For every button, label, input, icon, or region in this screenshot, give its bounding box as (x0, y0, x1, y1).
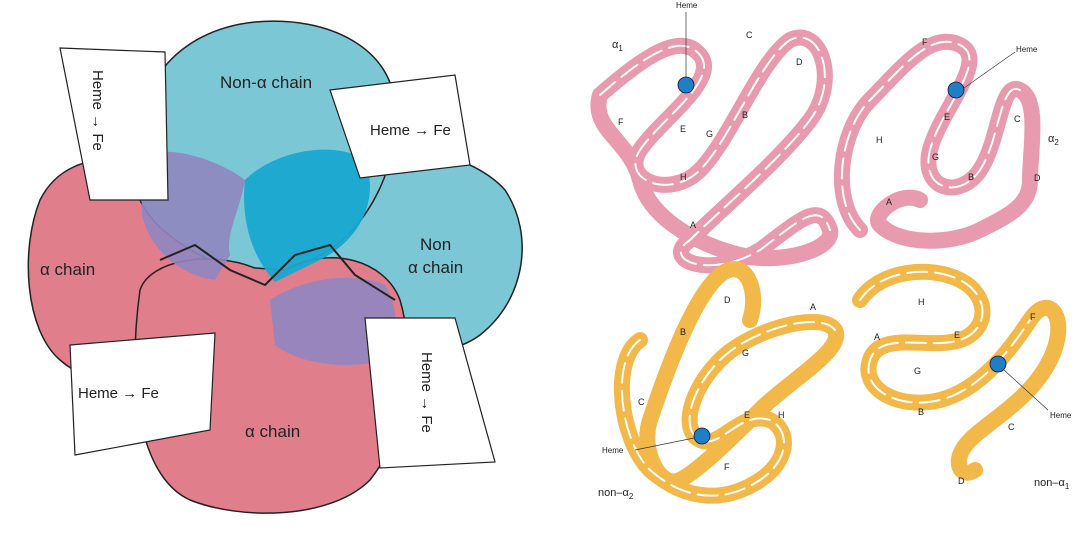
tetramer-schematic: Heme → Fe Heme → Fe Heme → Fe Heme → Fe … (28, 21, 522, 513)
alpha2-helix-F: F (922, 37, 928, 47)
alpha2-helix-C: C (1014, 114, 1021, 124)
non-alpha1-helix-A: A (874, 332, 880, 342)
alpha1-helix-B: B (742, 110, 748, 120)
non-alpha1-helix-B: B (918, 407, 924, 417)
alpha2-helix-G: G (932, 152, 939, 162)
alpha1-heme-iron-icon (678, 77, 694, 93)
alpha1-helix-E: E (680, 124, 686, 134)
non-alpha2-helix-D: D (724, 295, 731, 305)
subunit-non-alpha1: Heme non–α1 A B C D E F G H (860, 272, 1072, 491)
non-alpha1-helix-D: D (958, 476, 965, 486)
non-alpha1-helix-H: H (918, 297, 925, 307)
heme-fe-label-1: Heme → Fe (89, 70, 106, 151)
non-alpha1-helix-F: F (1030, 312, 1036, 322)
alpha1-helix-F: F (618, 117, 624, 127)
ribbon-subunits: Heme α1 A B C D E F G H Heme α2 A B C D … (598, 1, 1072, 501)
non-alpha2-heme-iron-icon (694, 428, 710, 444)
subunit-alpha1: Heme α1 A B C D E F G H (598, 1, 830, 265)
non-alpha2-helix-F: F (724, 462, 730, 472)
alpha1-helix-C: C (746, 30, 753, 40)
alpha1-helix-D: D (796, 57, 803, 67)
alpha-chain-left-label: α chain (40, 260, 95, 279)
alpha1-name-label: α1 (612, 39, 623, 53)
non-alpha1-name-label: non–α1 (1034, 477, 1070, 491)
alpha2-name-label: α2 (1048, 133, 1059, 147)
non-alpha2-name-label: non–α2 (598, 487, 634, 501)
alpha2-helix-H: H (876, 135, 883, 145)
non-alpha1-helix-C: C (1008, 422, 1015, 432)
alpha1-helix-H: H (680, 172, 687, 182)
non-alpha2-helix-E: E (744, 410, 750, 420)
heme-fe-label-3: Heme → Fe (78, 385, 159, 402)
non-alpha-chain-top-label: Non-α chain (220, 73, 312, 92)
non-alpha2-helix-A: A (810, 302, 816, 312)
alpha1-heme-label: Heme (676, 1, 698, 10)
alpha2-heme-iron-icon (948, 82, 964, 98)
alpha1-helix-A: A (690, 220, 696, 230)
non-alpha-chain-right-label-line2: α chain (408, 258, 463, 277)
subunit-non-alpha2: Heme non–α2 A B C D E F G H (598, 269, 836, 501)
non-alpha1-ribbon (860, 272, 1058, 473)
heme-fe-box-bottom-right: Heme → Fe (365, 318, 495, 468)
non-alpha2-helix-C: C (638, 397, 645, 407)
non-alpha1-helix-E: E (954, 330, 960, 340)
alpha-chain-bottom-label: α chain (245, 422, 300, 441)
heme-fe-label-4: Heme → Fe (418, 352, 435, 433)
alpha2-helix-E: E (944, 112, 950, 122)
non-alpha1-heme-label: Heme (1050, 411, 1072, 420)
alpha2-helix-A: A (886, 197, 892, 207)
heme-fe-label-2: Heme → Fe (370, 122, 451, 139)
non-alpha1-helix-G: G (914, 366, 921, 376)
non-alpha2-helix-G: G (742, 348, 749, 358)
alpha2-helix-D: D (1034, 173, 1041, 183)
non-alpha-chain-right-label-line1: Non (420, 235, 451, 254)
alpha1-helix-G: G (706, 129, 713, 139)
non-alpha2-heme-label: Heme (602, 446, 624, 455)
non-alpha2-helix-B: B (680, 327, 686, 337)
subunit-alpha2: Heme α2 A B C D E F G H (842, 37, 1059, 241)
alpha2-heme-label: Heme (1016, 45, 1038, 54)
alpha2-helix-B: B (968, 172, 974, 182)
non-alpha1-heme-iron-icon (990, 356, 1006, 372)
non-alpha2-helix-H: H (778, 410, 785, 420)
alpha2-ribbon (842, 42, 1033, 241)
